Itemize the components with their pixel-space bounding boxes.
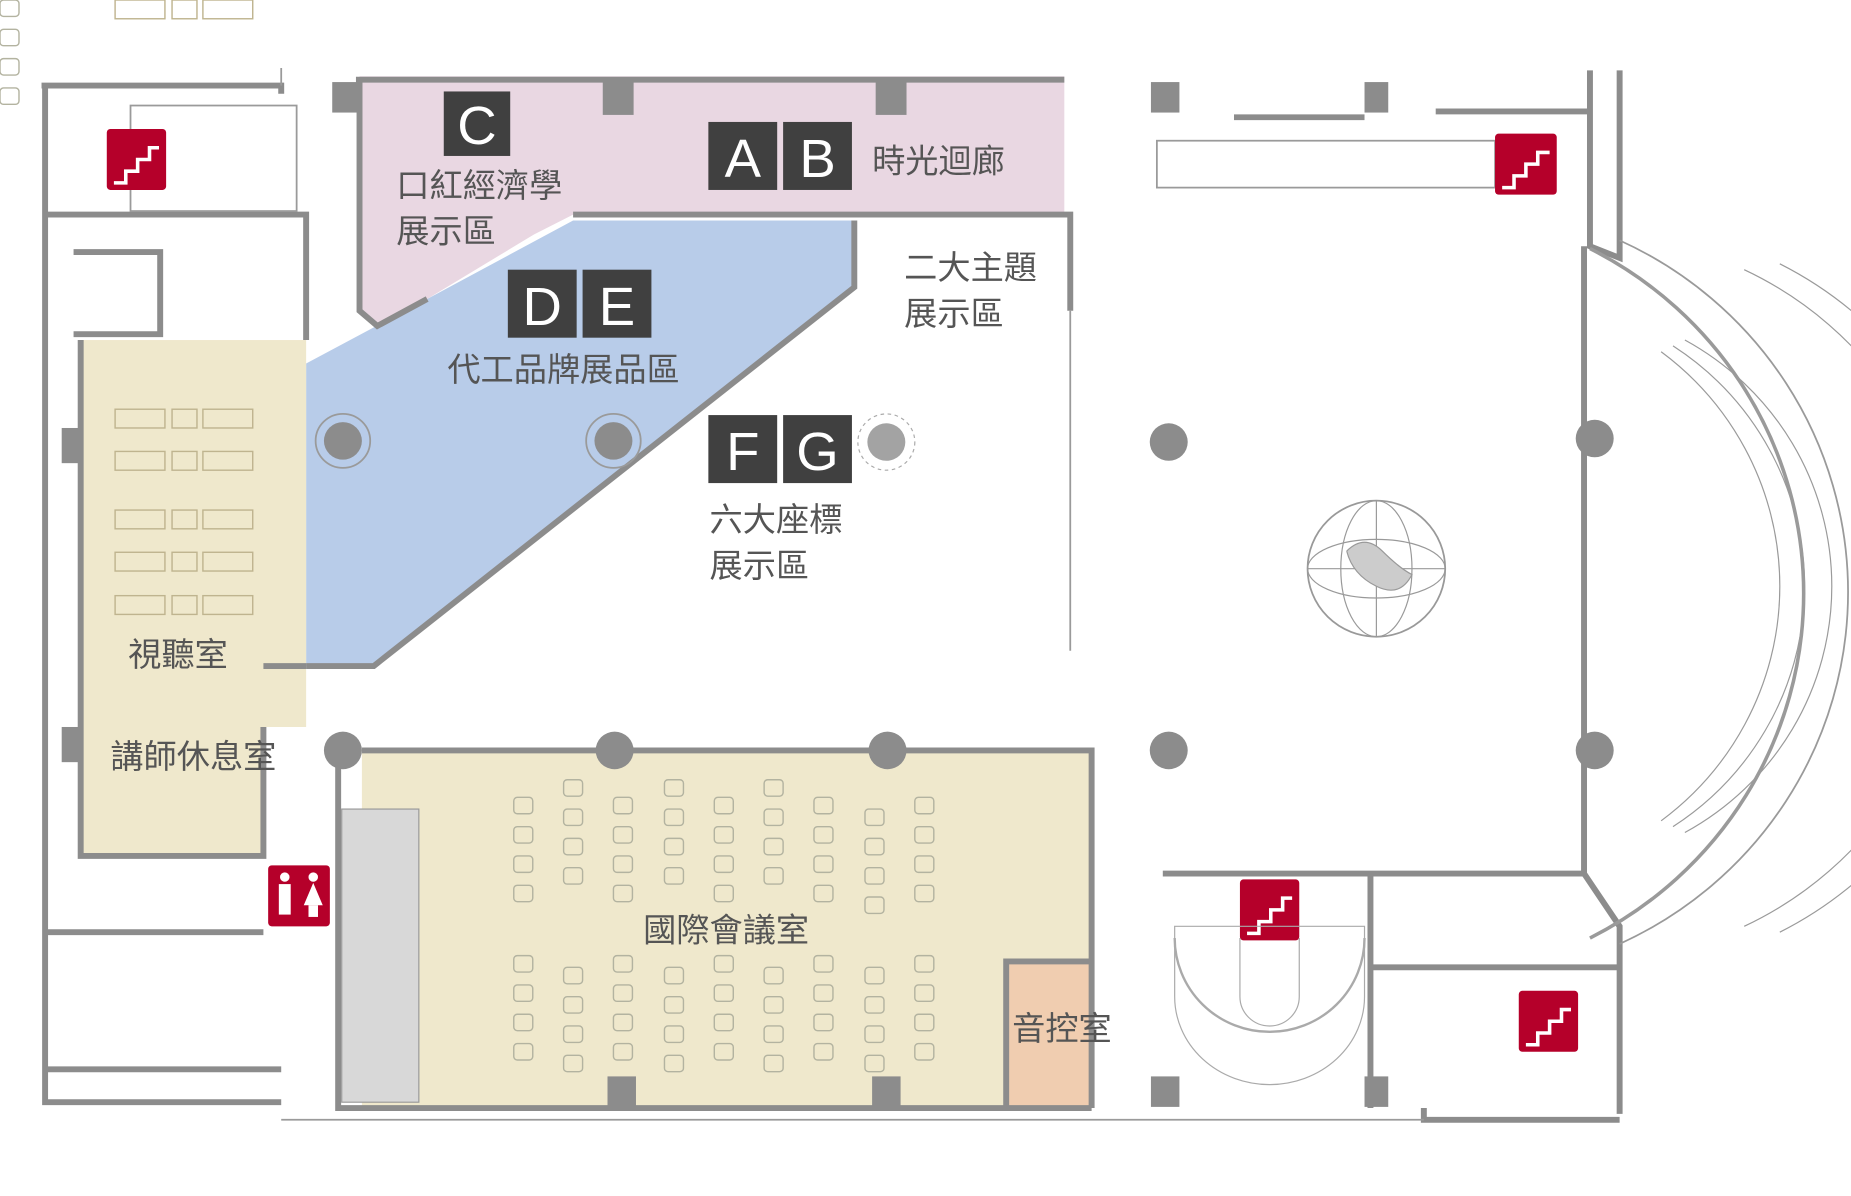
zone-c-ab-area[interactable] [359, 76, 1065, 326]
av-room-area[interactable] [80, 340, 307, 727]
svg-text:F: F [726, 422, 759, 482]
zone-de-label: 代工品牌展品區 [447, 350, 679, 389]
stairs-icon [1495, 133, 1557, 195]
badge-f[interactable]: F [708, 415, 778, 484]
conference-room-label: 國際會議室 [643, 911, 809, 950]
av-room-tables [114, 0, 254, 616]
lecturer-lounge-label: 講師休息室 [110, 737, 276, 776]
restroom-icon [268, 865, 330, 927]
zone-fg-label-2: 展示區 [710, 546, 810, 585]
zone-de-area[interactable] [306, 220, 855, 667]
av-room-label: 視聽室 [128, 635, 228, 674]
conference-seats [0, 0, 935, 1073]
zone-theme-label-1: 二大主題 [904, 248, 1037, 287]
svg-text:C: C [457, 97, 496, 157]
spiral-stair [1173, 925, 1366, 1086]
svg-text:D: D [523, 277, 562, 337]
zone-c-label-2: 展示區 [396, 212, 496, 251]
badge-c[interactable]: C [443, 91, 511, 157]
svg-text:G: G [796, 422, 838, 482]
badge-a[interactable]: A [708, 121, 778, 190]
stairs-icon [1518, 990, 1579, 1052]
badge-b[interactable]: B [783, 121, 852, 190]
control-room-label: 音控室 [1012, 1009, 1112, 1048]
control-room-area[interactable] [1006, 961, 1092, 1109]
globe-icon [1306, 499, 1447, 638]
wall-pillars [61, 82, 1389, 1107]
zone-ab-label: 時光迴廊 [872, 142, 1005, 181]
stage [341, 808, 420, 1103]
badge-e[interactable]: E [582, 269, 652, 338]
zone-fg-label-1: 六大座標 [710, 500, 843, 539]
zone-c-label-1: 口紅經濟學 [396, 166, 562, 205]
lecturer-lounge-area[interactable] [80, 726, 264, 856]
conference-room-area[interactable] [361, 750, 1092, 1109]
badge-g[interactable]: G [783, 415, 852, 484]
badge-d[interactable]: D [507, 269, 577, 338]
svg-text:B: B [799, 129, 835, 189]
columns [314, 413, 1614, 770]
stairs-icon [106, 128, 167, 190]
curved-balcony [1589, 239, 1851, 945]
stairs-icon [1239, 879, 1300, 941]
zone-theme-label-2: 展示區 [904, 294, 1004, 333]
svg-text:E: E [599, 277, 635, 337]
svg-text:A: A [725, 129, 762, 189]
